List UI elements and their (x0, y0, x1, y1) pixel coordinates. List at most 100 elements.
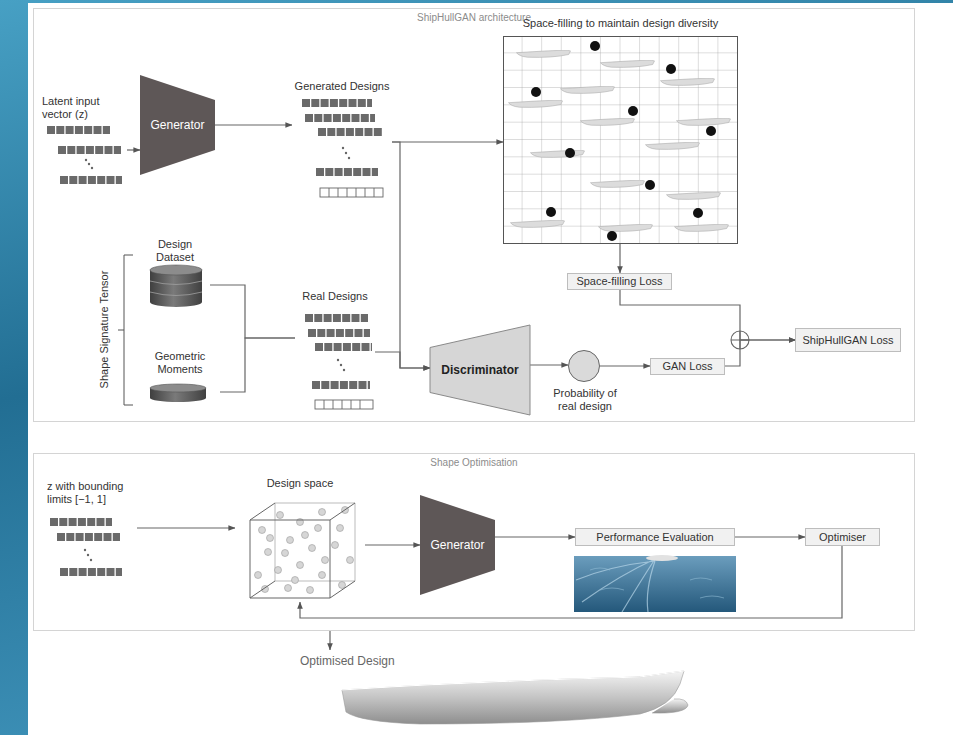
design-space-cube (315, 525, 322, 532)
node-label: ShipHullGAN Loss (802, 334, 893, 347)
wave-simulation (574, 556, 736, 612)
group-label: Shape Signature Tensor (98, 267, 111, 392)
vector-bars (315, 343, 372, 351)
ellipsis-dots (91, 167, 93, 169)
connector (600, 365, 650, 366)
probability-node: Probability of real design (568, 350, 600, 382)
design-space-cube (297, 562, 304, 569)
space-filling-grid (607, 231, 617, 241)
bracket (118, 255, 133, 405)
result-hull: Optimised Design (280, 650, 700, 732)
vector-stack: Generated Designs (292, 80, 392, 205)
wave-simulation (646, 555, 678, 561)
node-label: z with bounding limits [−1, 1] (47, 480, 137, 506)
space-filling-grid (677, 118, 731, 125)
design-space-cube (259, 527, 266, 534)
optimised-hull (342, 671, 684, 724)
vector-bars (57, 533, 120, 541)
vector-bars (50, 518, 112, 526)
space-filling-grid (667, 192, 721, 199)
node-label: Design Dataset (140, 238, 210, 264)
ellipsis-dots (343, 369, 345, 371)
vector-bars (60, 176, 122, 184)
space-filling-grid (581, 118, 635, 125)
space-filling-grid (509, 100, 563, 107)
design-space-cube (250, 503, 355, 598)
space-filling-grid (503, 36, 738, 244)
panel: Shape Optimisationz with bounding limits… (33, 453, 915, 631)
empty-vector (315, 400, 373, 409)
space-filling-grid (565, 148, 575, 158)
generator-block: Generator (420, 495, 495, 595)
ellipsis-dots (345, 152, 347, 154)
space-filling-grid (666, 64, 676, 74)
space-filling-grid (599, 224, 653, 231)
connector (127, 149, 140, 150)
design-space-cube (277, 512, 284, 519)
database-cylinder (150, 281, 202, 296)
connector (735, 536, 805, 537)
connector (392, 142, 430, 368)
space-filling-grid (561, 86, 615, 93)
vector-bars (318, 128, 383, 136)
space-filling-grid (706, 126, 716, 136)
node-label: ShipHullGAN architecture (34, 11, 914, 24)
vector-bars (312, 381, 370, 389)
loss-box: ShipHullGAN Loss (795, 328, 900, 352)
empty-vector (324, 400, 360, 409)
trapezoid-outline (420, 495, 495, 595)
space-filling-grid (590, 41, 600, 51)
design-space-cube (319, 572, 326, 579)
trapezoid-outline (430, 325, 530, 415)
connector (329, 631, 330, 650)
space-filling-grid (517, 50, 571, 57)
space-filling-grid (531, 41, 716, 241)
vector-input: z with bounding limits [−1, 1] (47, 480, 137, 580)
node-label: Space-filling to maintain design diversi… (504, 17, 737, 30)
space-filling-grid (693, 208, 703, 218)
node-label: Generator (150, 118, 204, 132)
optimised-hull (342, 671, 684, 690)
dataset-cylinder: Geometric Moments (140, 350, 220, 405)
design-space-cube (255, 572, 262, 579)
empty-vector (320, 188, 383, 197)
ellipsis-dots (90, 559, 92, 561)
vector-bars (47, 126, 110, 134)
connector (215, 124, 292, 125)
design-space-cube (265, 549, 272, 556)
design-space-cube (287, 537, 294, 544)
space-filling-grid (601, 60, 655, 67)
node-label: Space-filling Loss (576, 275, 662, 288)
node-label: Discriminator (441, 363, 518, 377)
empty-vector (329, 188, 374, 197)
wave-simulation (590, 568, 724, 598)
space-filling-grid (646, 142, 700, 149)
connector (300, 546, 842, 618)
design-space-cube (282, 550, 289, 557)
connector (619, 244, 620, 273)
loss-box: Space-filling Loss (567, 273, 672, 290)
design-space-cube (275, 567, 282, 574)
node-label: Design space (235, 477, 365, 490)
ellipsis-dots (88, 163, 90, 165)
generator-block: Generator (140, 75, 215, 175)
ellipsis-dots (87, 554, 89, 556)
connector (725, 340, 796, 366)
wave-simulation (574, 555, 736, 612)
ellipsis-dots (340, 364, 342, 366)
background-art (28, 3, 953, 735)
design-space-cube (285, 585, 292, 592)
database-cylinder (150, 265, 202, 275)
ellipsis-dots (342, 147, 344, 149)
vector-bars (305, 314, 368, 322)
space-filling-grid (531, 150, 585, 157)
design-space-cube (267, 535, 274, 542)
design-space-cube (332, 542, 339, 549)
design-space-cube (309, 545, 316, 552)
vector-bars (58, 146, 121, 154)
connector (375, 352, 430, 368)
trapezoid-outline (140, 75, 215, 175)
process-box: Performance Evaluation (575, 528, 735, 546)
dataset-cylinder: Design Dataset (140, 238, 210, 308)
